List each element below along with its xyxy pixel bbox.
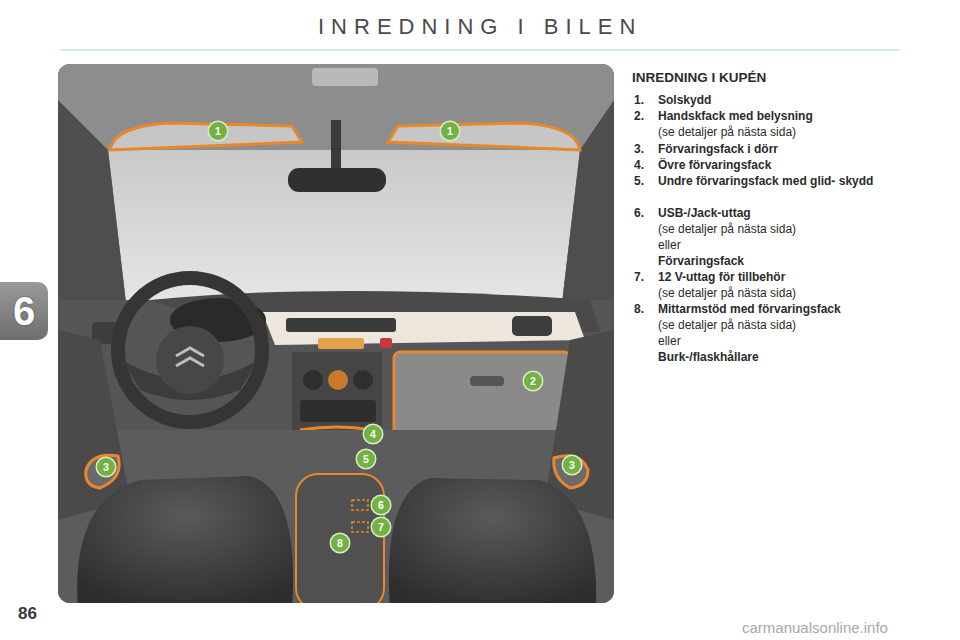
item-number: 2.: [634, 109, 644, 124]
item-note: (se detaljer på nästa sida): [658, 286, 796, 301]
section-heading: INREDNING I KUPÉN: [632, 70, 766, 85]
page-title: INREDNING I BILEN: [318, 14, 642, 40]
callout-number: 5: [357, 450, 375, 468]
knob: [353, 370, 373, 390]
mirror-stem: [331, 120, 341, 170]
dome-light: [312, 68, 378, 86]
item-number: 1.: [634, 93, 644, 108]
chapter-number: 6: [13, 289, 35, 333]
floor: [58, 430, 614, 603]
glovebox-handle: [470, 376, 504, 386]
item-text: Mittarmstöd med förvaringsfack: [658, 302, 841, 317]
item-text: Förvaringsfack i dörr: [658, 142, 778, 157]
air-vent: [512, 316, 552, 336]
item-text: Övre förvaringsfack: [658, 158, 771, 173]
storage-outline: [300, 427, 372, 430]
sun-visor: [388, 123, 580, 150]
item-note: (se detaljer på nästa sida): [658, 222, 796, 237]
callout-number: 1: [209, 122, 227, 140]
item-number: 7.: [634, 270, 644, 285]
callout-number: 8: [331, 534, 349, 552]
glovebox: [394, 352, 570, 438]
watermark: carmanualsonline.info: [742, 619, 888, 637]
callout-number: 6: [372, 496, 390, 514]
rear-mirror: [288, 168, 386, 192]
seat: [77, 476, 293, 603]
item-text: USB-/Jack-uttag: [658, 206, 751, 221]
hazard-button: [380, 338, 392, 348]
dash-trim: [262, 312, 585, 345]
seat: [389, 478, 596, 603]
title-rule: [60, 50, 900, 51]
a-pillar: [58, 100, 128, 330]
item-text: 12 V-uttag för tillbehör: [658, 270, 785, 285]
item-note: eller: [658, 238, 681, 253]
callout-number: 3: [97, 458, 115, 476]
door-pocket: [554, 456, 588, 488]
item-number: 3.: [634, 142, 644, 157]
item-text: Undre förvaringsfack med glid- skydd: [658, 174, 876, 189]
callout-number: 7: [372, 518, 390, 536]
item-note: eller: [658, 334, 681, 349]
radio: [300, 400, 376, 422]
steering-wheel: [118, 278, 262, 422]
item-note: (se detaljer på nästa sida): [658, 318, 796, 333]
chapter-tab: 6: [0, 282, 48, 340]
knob: [328, 370, 348, 390]
item-number: 5.: [634, 174, 644, 189]
callout-number: 4: [364, 425, 382, 443]
sun-visor: [110, 123, 302, 150]
callout-number: 3: [563, 456, 581, 474]
page-number: 86: [18, 604, 37, 624]
callout-number: 2: [524, 372, 542, 390]
item-number: 4.: [634, 158, 644, 173]
item-text: Förvaringsfack: [658, 254, 744, 269]
item-number: 8.: [634, 302, 644, 317]
item-number: 6.: [634, 206, 644, 221]
wheel-hub: [156, 326, 224, 394]
logo: [176, 348, 204, 366]
item-text: Handskfack med belysning: [658, 109, 813, 124]
knob: [303, 370, 323, 390]
display: [318, 338, 364, 349]
power-socket: [352, 522, 368, 532]
armrest: [296, 474, 384, 603]
item-note: (se detaljer på nästa sida): [658, 125, 796, 140]
door-pocket: [86, 455, 119, 488]
item-text: Burk-/flaskhållare: [658, 350, 759, 365]
item-text: Solskydd: [658, 93, 711, 108]
usb-socket: [352, 500, 368, 510]
callout-number: 1: [441, 122, 459, 140]
air-vent: [286, 318, 396, 332]
car-interior: [58, 64, 614, 603]
